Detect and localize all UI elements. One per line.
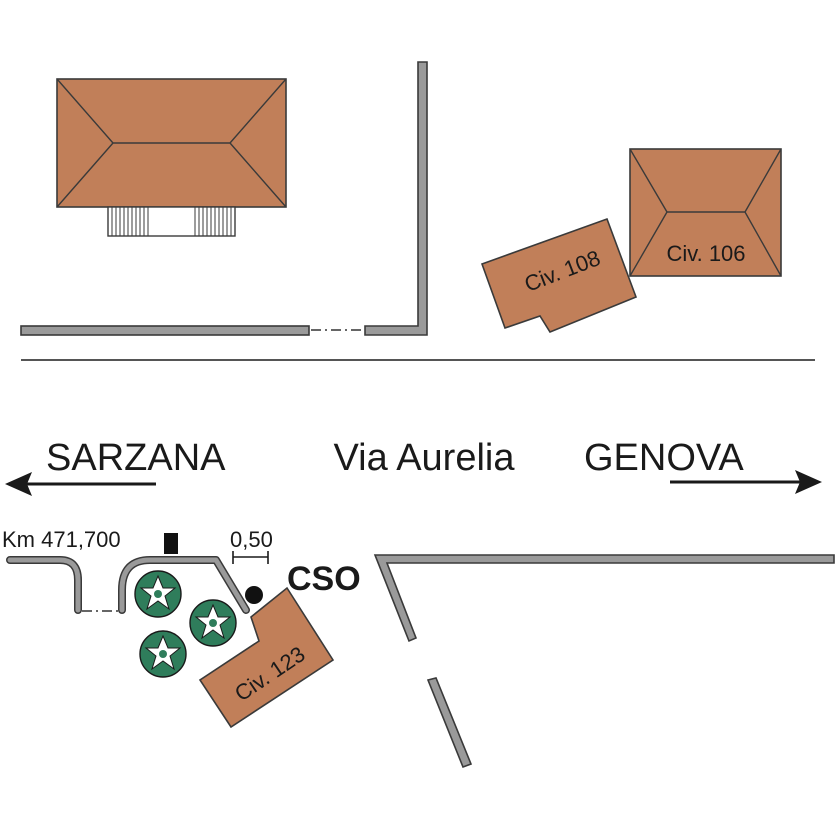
large-house — [56, 78, 287, 237]
tree-icon — [139, 630, 187, 678]
building-civ-106: Civ. 106 — [629, 148, 782, 277]
km-marker-label: Km 471,700 — [2, 527, 121, 552]
arrow-right-icon — [795, 470, 822, 494]
house-steps — [107, 206, 236, 237]
cso-label: CSO — [287, 560, 361, 598]
genova-label: GENOVA — [584, 437, 744, 479]
direction-sarzana: SARZANA — [5, 437, 226, 496]
road-name: Via Aurelia — [334, 437, 516, 479]
sarzana-label: SARZANA — [46, 437, 226, 479]
arrow-left-icon — [5, 472, 32, 496]
side-road-walls — [373, 554, 835, 769]
tree-icon — [134, 570, 182, 618]
boundary-wall-top — [20, 61, 428, 336]
building-civ-108: Civ. 108 — [480, 217, 638, 333]
cso-point-icon — [245, 586, 263, 604]
direction-genova: GENOVA — [584, 437, 822, 494]
distance-label: 0,50 — [230, 527, 273, 552]
km-marker-post — [164, 533, 178, 554]
tree-group — [134, 570, 237, 678]
distance-dimension — [232, 551, 269, 564]
civ-106-label: Civ. 106 — [666, 241, 745, 266]
tree-icon — [189, 599, 237, 647]
curb-left — [6, 556, 250, 614]
